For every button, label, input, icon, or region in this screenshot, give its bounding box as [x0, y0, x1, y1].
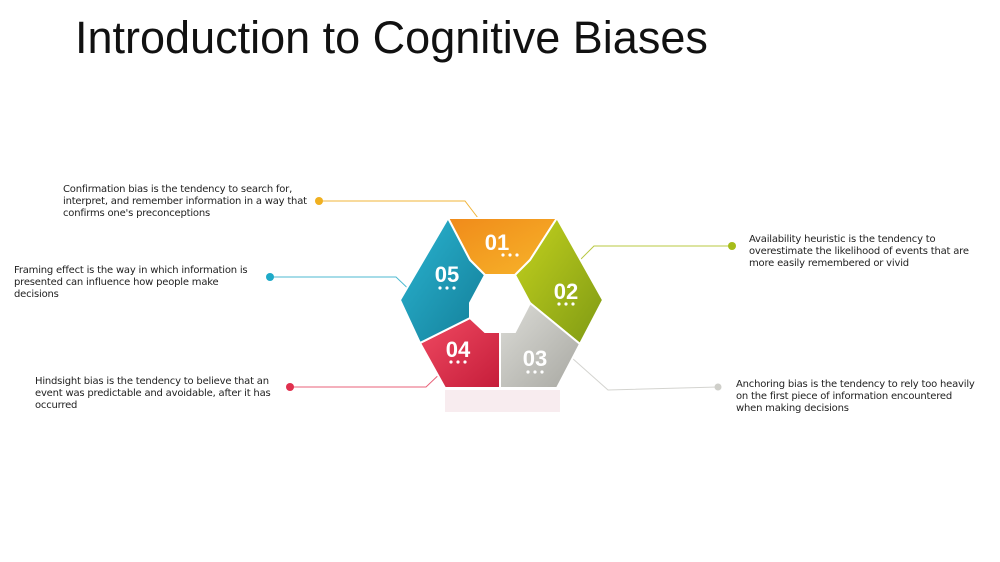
connector-02 [575, 242, 736, 265]
connector-04 [286, 367, 447, 391]
note-confirmation-bias: Confirmation bias is the tendency to sea… [63, 184, 307, 219]
svg-text:03: 03 [523, 346, 547, 371]
center-hole [470, 275, 530, 332]
slide-title: Introduction to Cognitive Biases [75, 12, 708, 63]
connector-03 [571, 357, 722, 391]
svg-text:01: 01 [485, 230, 509, 255]
reflection [445, 390, 560, 412]
connector-01 [315, 197, 479, 219]
connector-05 [266, 273, 419, 299]
piece-02: 02 [513, 216, 605, 346]
piece-04: 04 [418, 316, 501, 389]
note-availability-heuristic: Availability heuristic is the tendency t… [749, 234, 969, 269]
piece-05: 05 [398, 215, 487, 345]
note-framing-effect: Framing effect is the way in which infor… [14, 265, 248, 300]
svg-text:04: 04 [446, 337, 471, 362]
note-anchoring-bias: Anchoring bias is the tendency to rely t… [736, 379, 975, 414]
svg-text:05: 05 [435, 262, 459, 287]
note-hindsight-bias: Hindsight bias is the tendency to believ… [35, 376, 271, 411]
svg-text:02: 02 [554, 279, 578, 304]
